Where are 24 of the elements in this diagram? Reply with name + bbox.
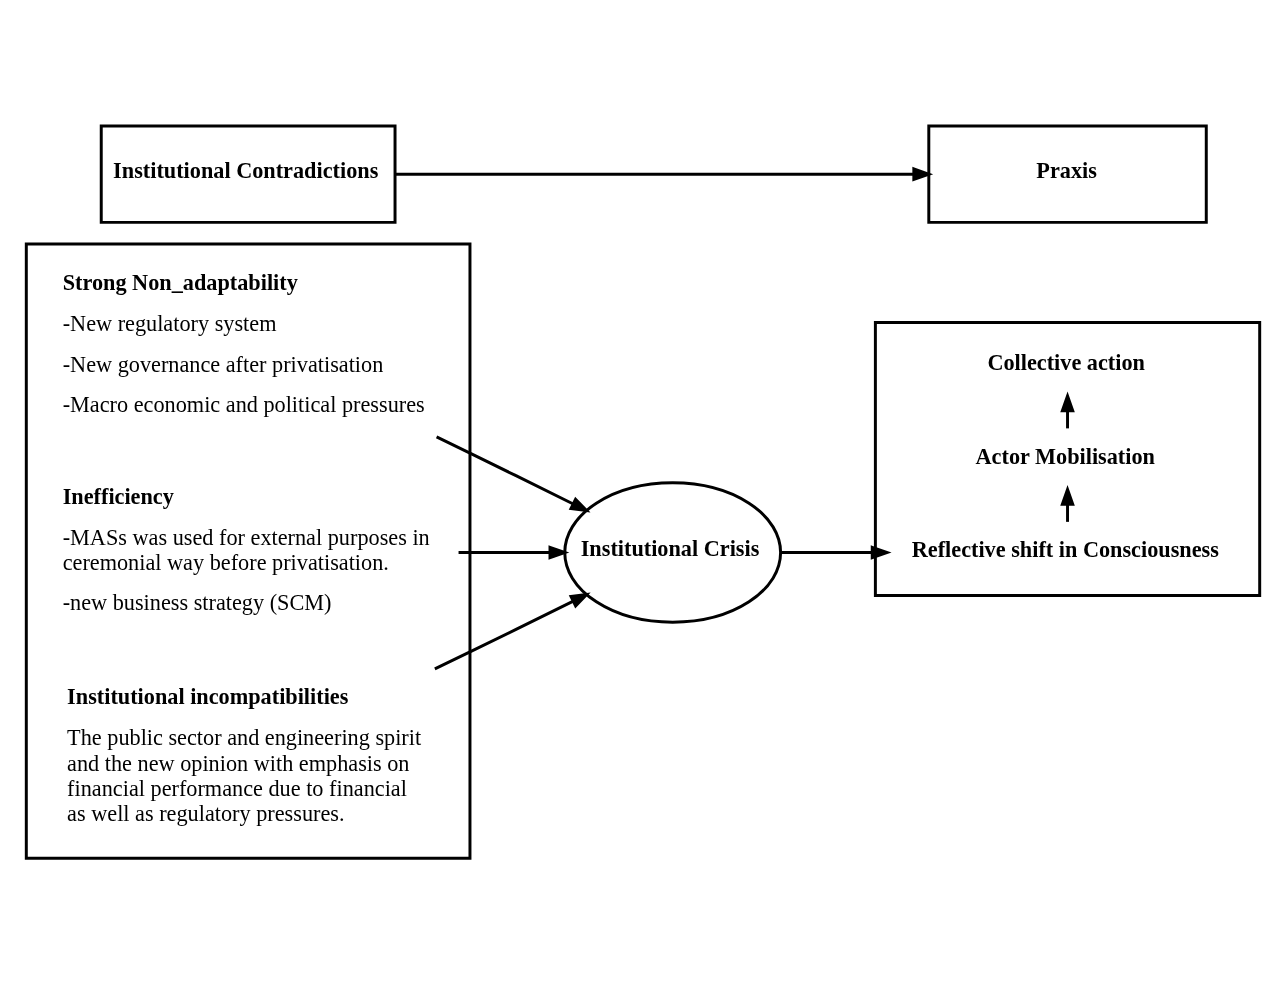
cluster	[24, 241, 472, 860]
node-text: Inefficiency	[62, 483, 174, 509]
arrow	[458, 544, 570, 560]
arrow	[434, 592, 591, 670]
node-label: -new business strategy (SCM)	[62, 589, 332, 615]
node-label: -MASs was used for external purposes in ceremonial way before privatisation.	[62, 524, 430, 575]
node-label: -New governance after privatisation	[62, 351, 384, 377]
node-box: Praxis	[927, 123, 1208, 224]
node-text: Reflective shift in Consciousness	[911, 536, 1219, 562]
node-label: -Macro economic and political pressures	[62, 391, 425, 417]
arrow	[435, 435, 591, 513]
node-text: Strong Non_adaptability	[62, 269, 298, 295]
arrow	[395, 166, 934, 181]
node-box: Institutional Contradictions	[99, 123, 397, 224]
node-text: Collective action	[987, 349, 1145, 375]
node-label: -New regulatory system	[62, 310, 277, 336]
arrow	[1060, 484, 1075, 522]
node-ellipse: Institutional Crisis	[563, 480, 783, 624]
node-text: Actor Mobilisation	[975, 443, 1155, 468]
node-label: The public sector and engineering spirit and the new opinion with emphasis on financial performance due to financial as well as regulatory pressures.	[67, 724, 422, 826]
node-text: Institutional incompatibilities	[67, 683, 349, 709]
cluster	[873, 320, 1262, 597]
arrow	[1060, 391, 1075, 428]
arrow	[780, 544, 892, 560]
